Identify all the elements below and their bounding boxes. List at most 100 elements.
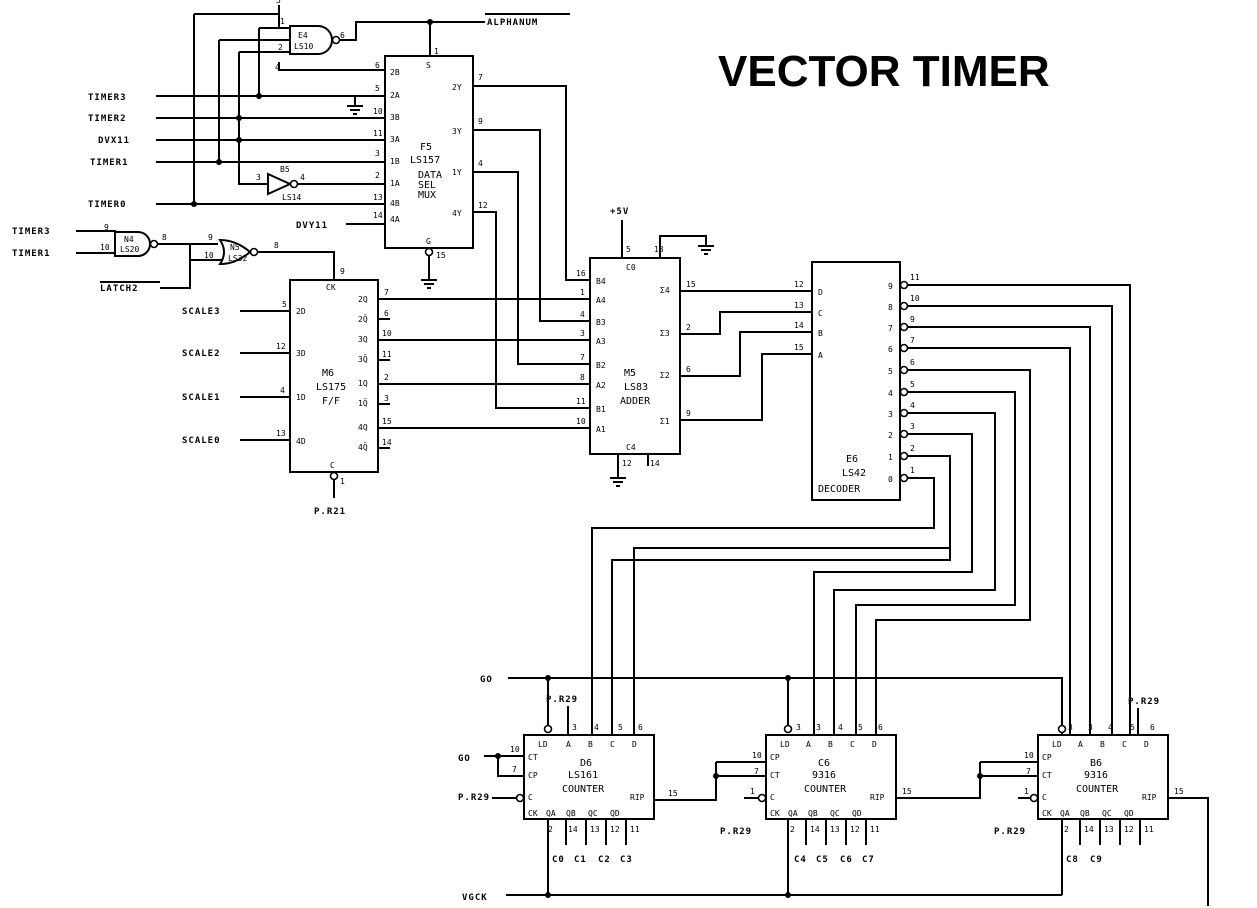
signal-pr29-d6c: P.R29 [458, 793, 490, 803]
svg-text:11: 11 [1144, 825, 1154, 834]
signal-go-top: GO [480, 675, 493, 685]
svg-text:B3: B3 [596, 318, 606, 327]
svg-text:10: 10 [373, 107, 383, 116]
svg-text:QA: QA [1060, 809, 1070, 818]
svg-text:QD: QD [852, 809, 862, 818]
svg-text:6: 6 [686, 365, 691, 374]
svg-text:LS157: LS157 [410, 155, 440, 166]
svg-text:10: 10 [752, 751, 762, 760]
svg-text:CT: CT [528, 753, 538, 762]
svg-text:N4: N4 [124, 235, 134, 244]
svg-text:10: 10 [576, 417, 586, 426]
svg-text:CK: CK [1042, 809, 1052, 818]
svg-text:CP: CP [528, 771, 538, 780]
svg-text:9316: 9316 [812, 770, 836, 781]
signal-alphanum: ALPHANUM [487, 18, 538, 28]
svg-text:1Q: 1Q [358, 379, 368, 388]
svg-text:4: 4 [300, 173, 305, 182]
svg-text:15: 15 [902, 787, 912, 796]
m5-adder [589, 257, 681, 455]
svg-text:9: 9 [208, 233, 213, 242]
svg-text:3: 3 [375, 149, 380, 158]
svg-text:A3: A3 [596, 337, 606, 346]
svg-text:2: 2 [548, 825, 553, 834]
svg-text:9: 9 [686, 409, 691, 418]
svg-text:1Y: 1Y [452, 168, 462, 177]
svg-text:13: 13 [373, 193, 383, 202]
b6-counter [1037, 734, 1169, 820]
svg-text:7: 7 [1026, 767, 1031, 776]
svg-text:0: 0 [888, 475, 893, 484]
svg-text:14: 14 [794, 321, 804, 330]
svg-text:RIP: RIP [870, 793, 885, 802]
svg-text:2: 2 [790, 825, 795, 834]
svg-text:B1: B1 [596, 405, 606, 414]
c6-counter [765, 734, 897, 820]
svg-text:9: 9 [910, 315, 915, 324]
svg-text:3: 3 [1068, 723, 1073, 732]
svg-text:LS42: LS42 [842, 468, 866, 479]
svg-text:7: 7 [910, 336, 915, 345]
signal-dvy11: DVY11 [296, 221, 328, 231]
svg-text:11: 11 [382, 350, 392, 359]
n5-or-gate: N5 LS32 8 [218, 238, 279, 266]
svg-text:LS10: LS10 [294, 42, 313, 51]
svg-text:4Q̄: 4Q̄ [358, 442, 368, 452]
svg-text:QD: QD [1124, 809, 1134, 818]
svg-text:QA: QA [788, 809, 798, 818]
svg-text:2Q: 2Q [358, 295, 368, 304]
svg-text:M6: M6 [322, 368, 334, 379]
e4-nand-gate: E4 LS10 1 2 6 [278, 17, 345, 55]
svg-text:ADDER: ADDER [620, 396, 651, 407]
svg-text:12: 12 [794, 280, 804, 289]
svg-text:A: A [806, 740, 811, 749]
svg-text:13: 13 [1104, 825, 1114, 834]
signal-pr29-c6: P.R29 [720, 827, 752, 837]
output-c0: C0 [552, 855, 565, 865]
svg-text:7: 7 [754, 767, 759, 776]
svg-text:2: 2 [686, 323, 691, 332]
svg-text:15: 15 [382, 417, 392, 426]
svg-text:2: 2 [278, 43, 283, 52]
svg-text:D: D [818, 288, 823, 297]
svg-text:11: 11 [630, 825, 640, 834]
svg-text:2: 2 [375, 171, 380, 180]
svg-text:12: 12 [1124, 825, 1134, 834]
svg-text:C: C [850, 740, 855, 749]
signal-scale3: SCALE3 [182, 307, 221, 317]
svg-text:C: C [528, 793, 533, 802]
svg-text:C4: C4 [626, 443, 636, 452]
svg-text:1B: 1B [390, 157, 400, 166]
svg-text:5: 5 [888, 367, 893, 376]
signal-timer2: TIMER2 [88, 114, 127, 124]
svg-text:1: 1 [280, 17, 285, 26]
svg-text:11: 11 [576, 397, 586, 406]
svg-text:3: 3 [888, 410, 893, 419]
f5-mux [384, 55, 474, 249]
svg-text:7: 7 [478, 73, 483, 82]
signal-latch2: LATCH2 [100, 284, 139, 294]
svg-text:G: G [426, 237, 431, 246]
output-c1: C1 [574, 855, 587, 865]
svg-text:3: 3 [256, 173, 261, 182]
svg-text:9316: 9316 [1084, 770, 1108, 781]
svg-text:4: 4 [838, 723, 843, 732]
svg-text:CK: CK [326, 283, 336, 292]
svg-text:7: 7 [888, 324, 893, 333]
svg-text:3: 3 [796, 723, 801, 732]
svg-text:2A: 2A [390, 91, 400, 100]
svg-text:13: 13 [794, 301, 804, 310]
svg-text:B: B [818, 329, 823, 338]
svg-text:2: 2 [910, 444, 915, 453]
svg-text:11: 11 [373, 129, 383, 138]
svg-text:Σ4: Σ4 [660, 286, 670, 295]
svg-text:LD: LD [1052, 740, 1062, 749]
svg-text:QB: QB [566, 809, 576, 818]
svg-text:1: 1 [910, 466, 915, 475]
svg-text:A: A [1078, 740, 1083, 749]
svg-text:C0: C0 [626, 263, 636, 272]
svg-text:3: 3 [1088, 723, 1093, 732]
svg-text:2Y: 2Y [452, 83, 462, 92]
svg-text:B: B [1100, 740, 1105, 749]
svg-text:COUNTER: COUNTER [804, 784, 847, 795]
